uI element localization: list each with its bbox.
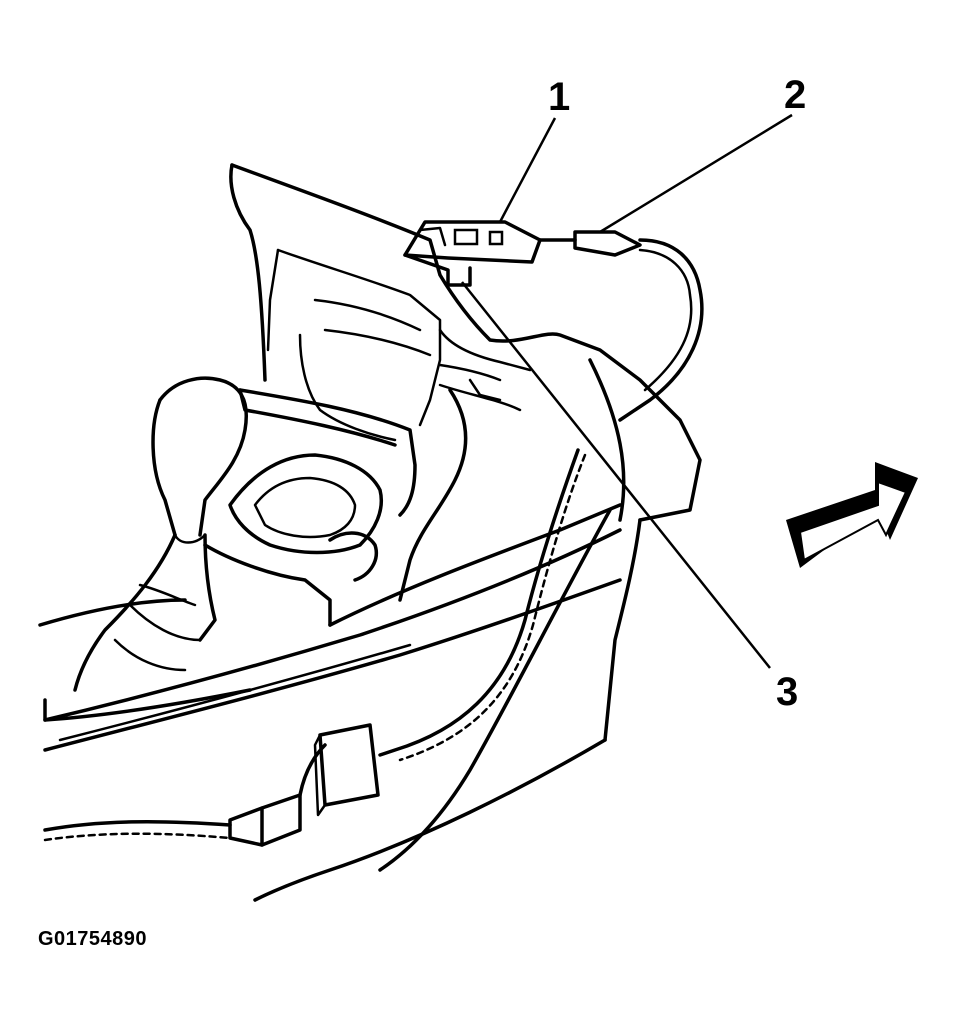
console-side	[38, 358, 642, 902]
panel-bezel	[229, 163, 702, 522]
center-console	[203, 328, 622, 627]
shift-boot	[73, 376, 248, 692]
wiring-harness	[43, 448, 587, 847]
leader-line-3	[461, 281, 771, 669]
switch-cable	[538, 230, 704, 422]
leader-line-2	[599, 113, 793, 234]
switch-assembly	[403, 220, 542, 287]
callout-3: 3	[776, 670, 798, 714]
leader-lines	[461, 113, 793, 669]
direction-arrow-icon	[786, 462, 918, 568]
figure-id: G01754890	[38, 928, 148, 950]
leader-line-1	[498, 117, 557, 223]
harness-connector	[313, 723, 380, 817]
callout-2: 2	[784, 73, 806, 117]
callout-1: 1	[548, 75, 570, 119]
